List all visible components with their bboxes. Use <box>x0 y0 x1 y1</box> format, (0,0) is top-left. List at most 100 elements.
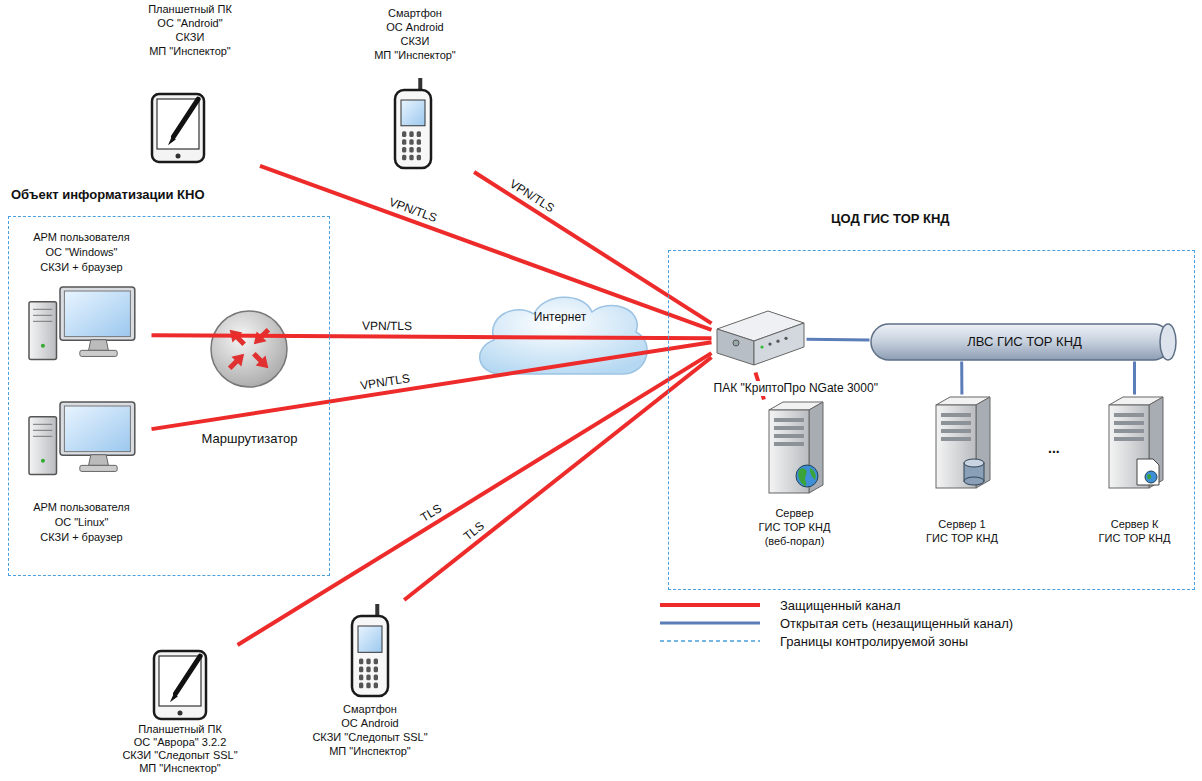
caption-text: Планшетный ПК <box>138 723 222 736</box>
caption-text: СКЗИ + браузер <box>40 260 122 275</box>
caption-block: АРМ пользователяОС "Linux"СКЗИ + браузер <box>12 500 152 545</box>
caption-block: Планшетный ПКОС "Аврора" 3.2.2СКЗИ "След… <box>110 723 250 775</box>
legend-sample <box>660 634 760 648</box>
caption-text: ГИС ТОР КНД <box>759 520 831 534</box>
caption-block: СмартфонОС AndroidСКЗИ "Следопыт SSL"МП … <box>309 702 431 758</box>
channel-line <box>404 357 711 600</box>
caption-text: ОС Android <box>341 716 398 730</box>
caption-text: МП "Инспектор" <box>149 44 231 58</box>
channel-line <box>960 362 963 395</box>
legend-sample <box>660 616 760 630</box>
caption-block: Интернет <box>470 310 650 325</box>
legend-text: Открытая сеть (незащищенный канал) <box>780 616 1013 631</box>
cloud-node: Интернет <box>470 290 650 382</box>
caption-block: ЛВС ГИС ТОР КНД <box>870 334 1180 350</box>
caption-text: СКЗИ + браузер <box>40 530 122 545</box>
pc-node: АРМ пользователяОС "Windows"СКЗИ + брауз… <box>12 230 152 365</box>
caption-text: Смартфон <box>388 6 442 20</box>
phone-icon <box>348 604 392 698</box>
caption-text: СКЗИ <box>401 34 430 48</box>
channel-line <box>474 172 711 323</box>
channel-label: VPN/TLS <box>362 318 412 332</box>
caption-text: АРМ пользователя <box>33 230 129 245</box>
caption-text: АРМ пользователя <box>33 500 129 515</box>
channel-line <box>238 353 712 645</box>
channel-label: VPN/TLS <box>507 177 557 216</box>
zone-heading: Объект информатизации КНО <box>11 187 205 203</box>
caption-text: Сервер 1 <box>938 517 985 531</box>
zone-heading: ЦОД ГИС ТОР КНД <box>831 211 950 227</box>
caption-block: Сервер 1ГИС ТОР КНД <box>920 517 1005 545</box>
tablet-icon <box>152 649 208 721</box>
server-node: СерверГИС ТОР КНД(веб-порал) <box>755 400 835 560</box>
caption-block: Маршрутизатор <box>185 431 315 447</box>
caption-text: Смартфон <box>343 702 397 716</box>
caption-text: СКЗИ "Следопыт SSL" <box>312 730 427 744</box>
channel-label: TLS <box>418 501 444 524</box>
pipe-node: ЛВС ГИС ТОР КНД <box>870 322 1180 362</box>
server-icon <box>1105 395 1165 490</box>
legend-text: Защищенный канал <box>780 598 901 613</box>
caption-text: Сервер К <box>1111 517 1159 531</box>
legend: Защищенный каналОткрытая сеть (незащищен… <box>660 596 1013 650</box>
tablet-icon <box>150 92 206 164</box>
pc-node: АРМ пользователяОС "Linux"СКЗИ + браузер <box>12 400 152 550</box>
channel-label: VPN/TLS <box>359 371 411 393</box>
pc-icon <box>27 285 137 361</box>
caption-text: СКЗИ <box>176 30 205 44</box>
caption-block: АРМ пользователяОС "Windows"СКЗИ + брауз… <box>12 230 152 275</box>
channel-label: TLS <box>461 518 487 543</box>
zone-boundary: Объект информатизации КНОАРМ пользовател… <box>8 216 330 576</box>
caption-block: Планшетный ПКОС "Android"СКЗИМП "Инспект… <box>120 2 260 58</box>
caption-text: ОС Android <box>386 20 443 34</box>
caption-text: ПАК "КриптоПро NGate 3000" <box>712 381 880 396</box>
caption-text: ОС "Linux" <box>55 515 109 530</box>
zone-boundary: ЦОД ГИС ТОР КНДПАК "КриптоПро NGate 3000… <box>668 250 1195 590</box>
caption-text: Планшетный ПК <box>148 2 232 16</box>
router-node: Маршрутизатор <box>185 305 315 450</box>
phone-node: СмартфонОС AndroidСКЗИ "Следопыт SSL"МП … <box>309 600 431 780</box>
caption-text: (веб-порал) <box>765 534 825 548</box>
server-icon <box>932 395 992 490</box>
caption-block: СерверГИС ТОР КНД(веб-порал) <box>755 506 835 548</box>
channel-line <box>152 342 712 429</box>
pc-icon <box>27 400 137 476</box>
legend-row: Границы контролируемой зоны <box>660 632 1013 650</box>
channel-line <box>807 338 870 342</box>
tablet-node: Планшетный ПКОС "Android"СКЗИМП "Инспект… <box>120 2 260 168</box>
server-icon <box>765 400 825 495</box>
legend-row: Открытая сеть (незащищенный канал) <box>660 614 1013 632</box>
tablet-node: Планшетный ПКОС "Аврора" 3.2.2СКЗИ "След… <box>110 645 250 779</box>
server-node: Сервер КГИС ТОР КНД <box>1090 395 1180 545</box>
channel-label: VPN/TLS <box>387 195 439 225</box>
caption-text: ОС "Аврора" 3.2.2 <box>134 736 227 749</box>
caption-text: МП "Инспектор" <box>374 48 456 62</box>
caption-text: ОС "Windows" <box>46 245 118 260</box>
caption-text: ГИС ТОР КНД <box>1099 531 1171 545</box>
ngate-node: ПАК "КриптоПро NGate 3000" <box>712 305 807 373</box>
caption-text: МП "Инспектор" <box>329 744 411 758</box>
cloud-icon <box>470 290 650 382</box>
caption-block: СмартфонОС AndroidСКЗИМП "Инспектор" <box>355 6 475 62</box>
caption-text: СКЗИ "Следопыт SSL" <box>122 749 237 762</box>
caption-text: Сервер <box>775 506 813 520</box>
channel-line <box>260 166 712 330</box>
caption-text: МП "Инспектор" <box>139 762 221 775</box>
caption-block: Объект информатизации КНО <box>11 187 205 203</box>
phone-node: СмартфонОС AndroidСКЗИМП "Инспектор" <box>355 6 475 172</box>
caption-text: Маршрутизатор <box>202 431 298 447</box>
channel-line <box>1133 362 1136 395</box>
ellipsis-label: ... <box>1048 440 1060 456</box>
caption-text: ЛВС ГИС ТОР КНД <box>967 334 1082 350</box>
caption-text: ГИС ТОР КНД <box>926 531 998 545</box>
caption-block: ПАК "КриптоПро NGate 3000" <box>712 381 880 396</box>
router-icon <box>209 309 289 389</box>
ngate-icon <box>712 305 807 373</box>
caption-text: ОС "Android" <box>157 16 222 30</box>
phone-icon <box>391 78 435 170</box>
caption-block: Сервер КГИС ТОР КНД <box>1090 517 1180 545</box>
legend-text: Границы контролируемой зоны <box>780 634 968 649</box>
